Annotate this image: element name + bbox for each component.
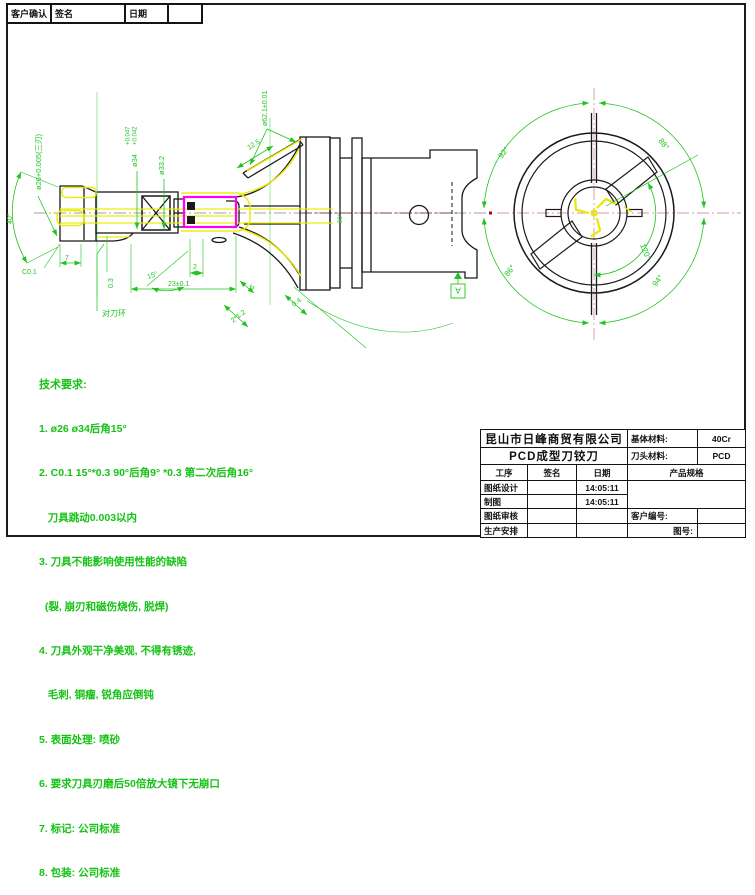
dim-slot-2x1-2: 2*1.2 bbox=[230, 309, 247, 325]
tech-line: 8. 包装: 公司标准 bbox=[39, 866, 121, 879]
row-date bbox=[576, 523, 628, 538]
customer-no-label: 客户编号: bbox=[627, 508, 698, 524]
col-header-sign: 签名 bbox=[527, 464, 577, 481]
row-sign bbox=[527, 508, 577, 524]
cutter-head-flange bbox=[59, 185, 97, 242]
customer-confirm-row: 客户确认 签名 日期 bbox=[5, 3, 204, 24]
dim-angle94: 94° bbox=[650, 273, 665, 288]
drawing-no-value bbox=[697, 523, 746, 538]
hsk-shank bbox=[361, 149, 478, 279]
cad-drawing: ø26+0.005(三刃) 40° C0.1 7 ø34 +0.047 +0.0… bbox=[6, 88, 741, 349]
spec-value bbox=[627, 480, 746, 509]
date-label: 日期 bbox=[124, 3, 170, 24]
datum-dot bbox=[489, 211, 492, 215]
customer-confirm-label: 客户确认 bbox=[5, 3, 53, 24]
row-process: 图纸审核 bbox=[480, 508, 528, 524]
dim-angle88: 88° bbox=[656, 137, 671, 152]
dim-dia62-1: ø62.1±0.01 bbox=[262, 91, 269, 126]
dim-0-3: 0.3 bbox=[108, 278, 115, 288]
drawing-no-label: 图号: bbox=[627, 523, 698, 538]
dim-0-4: 0.4 bbox=[291, 297, 303, 309]
tech-line: 5. 表面处理: 喷砂 bbox=[39, 733, 121, 746]
tech-line: (裂, 崩刃和磁伤烧伤, 脱焊) bbox=[39, 600, 169, 613]
clamp-screw-section bbox=[141, 195, 171, 231]
datum-box bbox=[450, 283, 466, 299]
customer-no-value bbox=[697, 508, 746, 524]
dim-angle40: 40° bbox=[6, 213, 14, 224]
dim-12-5: 12.5 bbox=[246, 138, 261, 151]
dim-angle120: 120° bbox=[638, 242, 653, 261]
row-date: 14:05:11 bbox=[576, 494, 628, 509]
label-tool-setting-ring: 对刀环 bbox=[102, 308, 126, 318]
hsk-flange bbox=[299, 136, 331, 291]
tech-line: 刀具跳动0.003以内 bbox=[39, 511, 138, 524]
tech-line: 4. 刀具外观干净美观, 不得有锈迹, bbox=[39, 644, 196, 657]
tech-title: 技术要求: bbox=[39, 378, 87, 391]
dim-7: 7 bbox=[65, 255, 69, 262]
dim-dia26: ø26+0.005(三刃) bbox=[34, 133, 43, 190]
drawing-border bbox=[6, 3, 746, 537]
datum-letter: A bbox=[455, 286, 461, 296]
row-process: 制图 bbox=[480, 494, 528, 509]
pcd-tip-highlight bbox=[574, 197, 633, 238]
datum-triangle bbox=[454, 272, 462, 279]
col-header-spec: 产品规格 bbox=[627, 464, 746, 481]
row-sign bbox=[527, 494, 577, 509]
top-blade-slot bbox=[590, 113, 598, 183]
dim-angle90: 90° bbox=[338, 213, 344, 223]
customer-confirm-strip: 客户确认 签名 日期 bbox=[5, 3, 204, 24]
tech-line: 2. C0.1 15°*0.3 90°后角9° *0.3 第二次后角16° bbox=[39, 467, 254, 480]
col-header-date: 日期 bbox=[576, 464, 628, 481]
tech-line: 3. 刀具不能影响使用性能的缺陷 bbox=[39, 556, 188, 569]
dim-dia34-tol-upper: +0.047 bbox=[126, 126, 132, 145]
row-sign bbox=[527, 480, 577, 495]
blade-upper-right bbox=[605, 156, 658, 206]
signature-label: 签名 bbox=[50, 3, 127, 24]
drive-hole bbox=[408, 204, 430, 226]
magenta-cartridge bbox=[182, 195, 238, 229]
dim-c01: C0.1 bbox=[22, 269, 37, 276]
head-material-value: PCD bbox=[697, 447, 746, 465]
technical-requirements: 技术要求: 1. ø26 ø34后角15° 2. C0.1 15°*0.3 90… bbox=[39, 348, 253, 895]
title-block: 昆山市日峰商贸有限公司 基体材料: 40Cr PCD成型刀铰刀 刀头材料: PC… bbox=[480, 429, 746, 538]
dim-dia33-2: ø33.2 bbox=[157, 156, 166, 175]
col-header-process: 工序 bbox=[480, 464, 528, 481]
tech-line: 毛刺, 铜瘤, 锐角应倒钝 bbox=[39, 689, 154, 702]
empty-cell bbox=[167, 3, 204, 24]
centerlines bbox=[34, 88, 741, 342]
row-date bbox=[576, 508, 628, 524]
base-material-value: 40Cr bbox=[697, 429, 746, 448]
dim-23: 23±0.1 bbox=[168, 281, 189, 288]
dim-angle86: 86° bbox=[502, 263, 517, 278]
dim-dia34: ø34 bbox=[130, 154, 139, 167]
row-process: 图纸设计 bbox=[480, 480, 528, 495]
side-view-outline bbox=[59, 136, 478, 291]
side-view-dimensions: ø26+0.005(三刃) 40° C0.1 7 ø34 +0.047 +0.0… bbox=[6, 91, 466, 349]
tech-line: 7. 标记: 公司标准 bbox=[39, 822, 121, 835]
row-process: 生产安排 bbox=[480, 523, 528, 538]
base-material-label: 基体材料: bbox=[627, 429, 698, 448]
dim-angle15: 15° bbox=[146, 270, 159, 281]
row-sign bbox=[527, 523, 577, 538]
dim-2: 2 bbox=[193, 264, 197, 271]
left-insert bbox=[545, 208, 562, 218]
dim-dia34-tol-lower: +0.042 bbox=[133, 126, 139, 145]
row-date: 14:05:11 bbox=[576, 480, 628, 495]
product-name: PCD成型刀铰刀 bbox=[480, 447, 628, 465]
tech-line: 6. 要求刀具刃磨后50倍放大镜下无崩口 bbox=[39, 778, 220, 791]
head-material-label: 刀头材料: bbox=[627, 447, 698, 465]
tech-line: 1. ø26 ø34后角15° bbox=[39, 422, 127, 435]
dim-5: 5 bbox=[249, 284, 256, 292]
blade-lower-left bbox=[530, 220, 583, 270]
company-name: 昆山市日峰商贸有限公司 bbox=[480, 429, 628, 448]
